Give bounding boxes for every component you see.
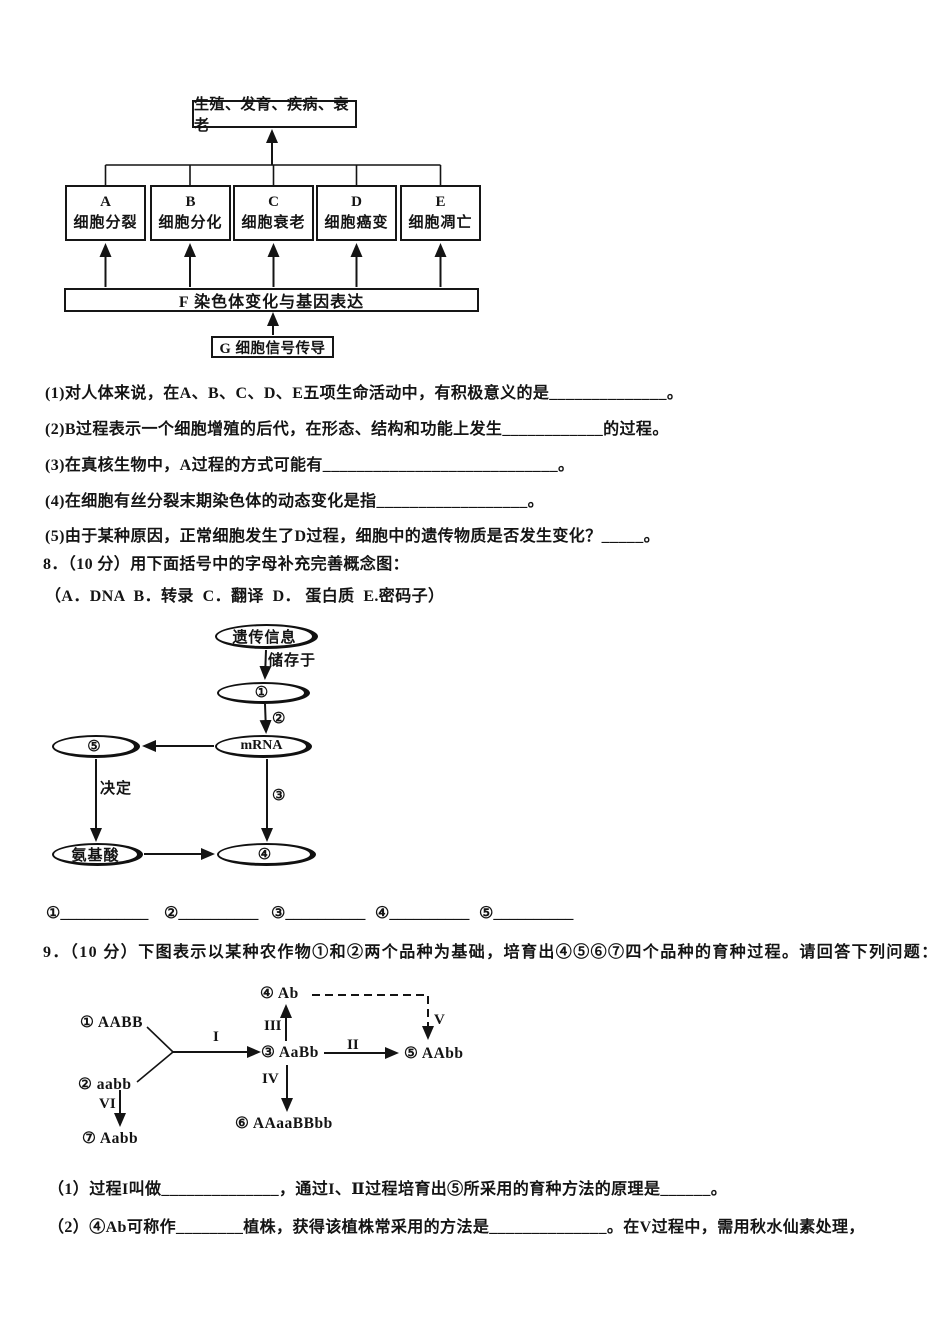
cm-edge-2: ② — [272, 711, 287, 727]
flowchart-g-box: G 细胞信号传导 — [211, 336, 334, 358]
cm-node-amino-acid: 氨基酸 — [52, 843, 143, 866]
breeding-item-6: ⑥ AAaaBBbb — [235, 1115, 333, 1132]
cm-edge-3: ③ — [272, 788, 287, 804]
breeding-process-VI: VI — [99, 1096, 116, 1112]
q7-sub2: (2)B过程表示一个细胞增殖的后代，在形态、结构和功能上发生__________… — [45, 421, 669, 438]
breeding-diagram-connectors — [114, 994, 434, 1127]
breeding-process-V: V — [434, 1012, 445, 1028]
q8-blank-4: ④__________ — [375, 905, 470, 922]
flowchart-connectors — [99, 129, 447, 335]
breeding-item-7: ⑦ Aabb — [82, 1130, 139, 1147]
cm-node-1: ① — [217, 682, 310, 704]
cm-node-5: ⑤ — [52, 735, 140, 758]
box-d-label: 细胞癌变 — [324, 214, 389, 231]
flowchart-top-box: 生殖、发育、疾病、衰老 — [192, 97, 357, 134]
cm-edge-stored-in: 储存于 — [268, 653, 317, 669]
q8-blank-5: ⑤__________ — [479, 905, 574, 922]
q9-stem: 9．（10 分）下图表示以某种农作物①和②两个品种为基础，培育出④⑤⑥⑦四个品种… — [43, 944, 939, 961]
q9-sub1: （1）过程I叫做______________，通过I、Ⅱ过程培育出⑤所采用的育种… — [48, 1181, 728, 1198]
breeding-item-4: ④ Ab — [260, 985, 299, 1002]
flowchart-box-e: E 细胞凋亡 — [400, 185, 481, 241]
f-to-boxes-arrows — [99, 243, 447, 335]
flowchart-box-d: D 细胞癌变 — [316, 185, 397, 241]
q7-sub5: (5)由于某种原因，正常细胞发生了D过程，细胞中的遗传物质是否发生变化？____… — [45, 528, 661, 545]
flowchart-box-b: B 细胞分化 — [150, 185, 231, 241]
flowchart-f-box: F 染色体变化与基因表达 — [64, 288, 479, 312]
breeding-item-1: ① AABB — [80, 1014, 143, 1031]
box-c-label: 细胞衰老 — [241, 214, 306, 231]
q8-options: （A．DNA B．转录 C．翻译 D． 蛋白质 E.密码子） — [45, 588, 445, 605]
concept-map-arrows — [90, 649, 273, 860]
top-connector-lines — [104, 129, 442, 185]
q8-stem: 8．（10 分）用下面括号中的字母补充完善概念图： — [43, 556, 410, 573]
box-e-letter: E — [435, 194, 446, 211]
box-c-letter: C — [268, 194, 279, 211]
q8-blank-2: ②__________ — [164, 905, 259, 922]
cm-edge-determine: 决定 — [100, 781, 133, 797]
flowchart-box-a: A 细胞分裂 — [65, 185, 146, 241]
q7-sub4: (4)在细胞有丝分裂末期染色体的动态变化是指__________________… — [45, 493, 545, 510]
breeding-process-II: II — [347, 1037, 359, 1053]
breeding-arrows — [114, 994, 434, 1127]
box-d-letter: D — [351, 194, 362, 211]
q8-blank-3: ③__________ — [271, 905, 366, 922]
cm-node-4: ④ — [217, 843, 316, 866]
box-b-label: 细胞分化 — [158, 214, 223, 231]
breeding-item-5: ⑤ AAbb — [404, 1045, 464, 1062]
breeding-process-III: III — [264, 1018, 282, 1034]
q7-sub1: (1)对人体来说，在A、B、C、D、E五项生命活动中，有积极意义的是______… — [45, 385, 684, 402]
box-e-label: 细胞凋亡 — [408, 214, 473, 231]
box-a-letter: A — [100, 194, 111, 211]
breeding-process-IV: IV — [262, 1071, 279, 1087]
concept-map-connectors — [90, 649, 273, 860]
cm-node-genetic-info: 遗传信息 — [215, 624, 318, 649]
flowchart-box-c: C 细胞衰老 — [233, 185, 314, 241]
breeding-item-2: ② aabb — [78, 1076, 132, 1093]
breeding-process-I: I — [213, 1029, 219, 1045]
q7-sub3: (3)在真核生物中，A过程的方式可能有_____________________… — [45, 457, 575, 474]
box-a-label: 细胞分裂 — [73, 214, 138, 231]
breeding-item-3: ③ AaBb — [261, 1044, 319, 1061]
box-b-letter: B — [185, 194, 196, 211]
q8-blank-1: ①___________ — [46, 905, 149, 922]
cm-node-mrna: mRNA — [215, 735, 312, 758]
q9-sub2: （2）④Ab可称作________植株，获得该植株常采用的方法是________… — [48, 1219, 865, 1236]
